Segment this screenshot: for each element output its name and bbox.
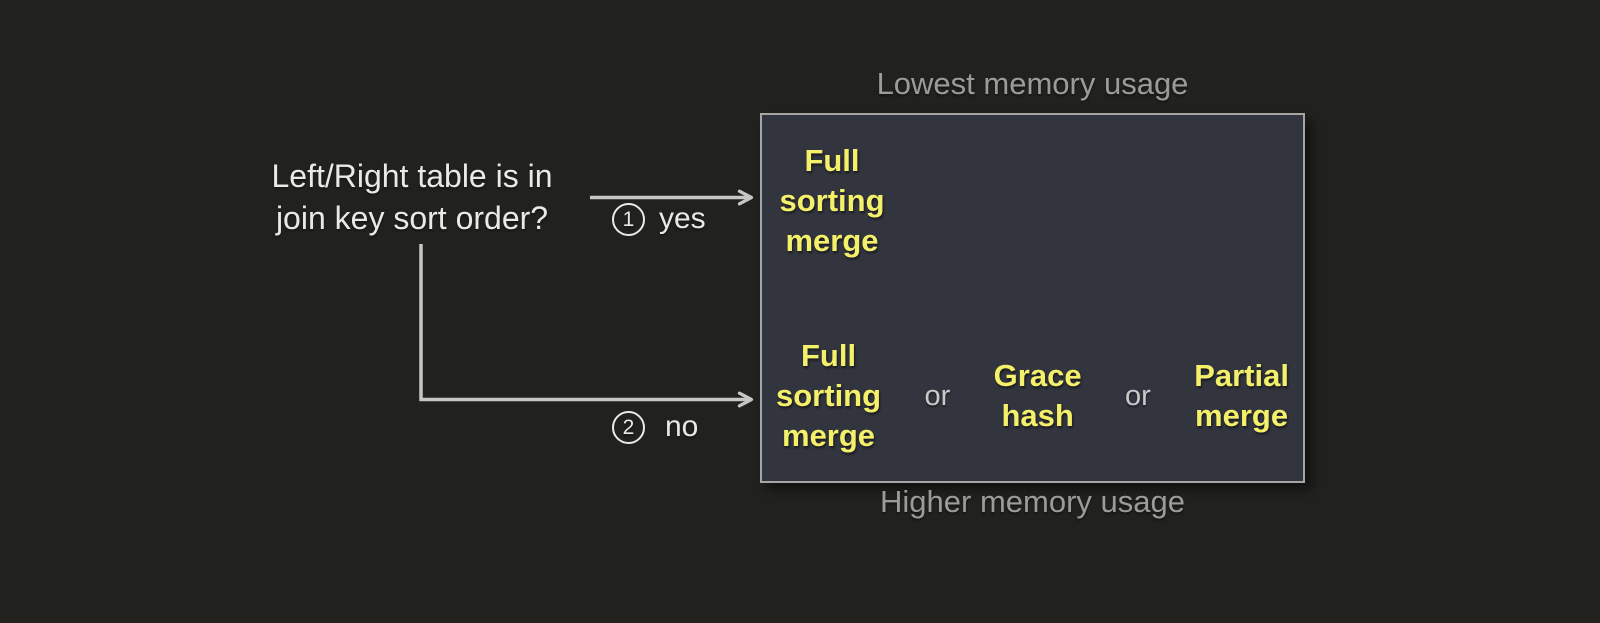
branch-label-no: 2 no xyxy=(612,408,698,446)
caption-higher-memory: Higher memory usage xyxy=(880,484,1185,519)
caption-lowest-memory: Lowest memory usage xyxy=(876,66,1189,101)
circled-number-1-icon: 1 xyxy=(612,202,645,236)
algorithm-full-sorting-merge: Full sorting merge xyxy=(776,338,882,453)
algorithm-options-row: Full sorting merge or Grace hash or Part… xyxy=(762,336,1303,456)
question-line-2: join key sort order? xyxy=(275,200,549,236)
branch-label-yes: 1 yes xyxy=(612,200,706,238)
algorithm-partial-merge: Partial merge xyxy=(1194,358,1289,433)
no-arrow xyxy=(419,244,754,408)
branch-word-yes: yes xyxy=(659,202,706,235)
or-separator-1: or xyxy=(924,379,951,412)
question-text: Left/Right table is in join key sort ord… xyxy=(212,155,612,239)
memory-usage-box: Full sorting merge Full sorting merge or… xyxy=(760,113,1305,483)
or-separator-2: or xyxy=(1124,379,1151,412)
algorithm-grace-hash: Grace hash xyxy=(993,358,1082,433)
question-line-1: Left/Right table is in xyxy=(271,158,553,194)
circled-number-2-icon: 2 xyxy=(612,410,645,444)
branch-word-no: no xyxy=(665,410,699,443)
algorithm-full-sorting-merge-top: Full sorting merge xyxy=(779,143,885,258)
